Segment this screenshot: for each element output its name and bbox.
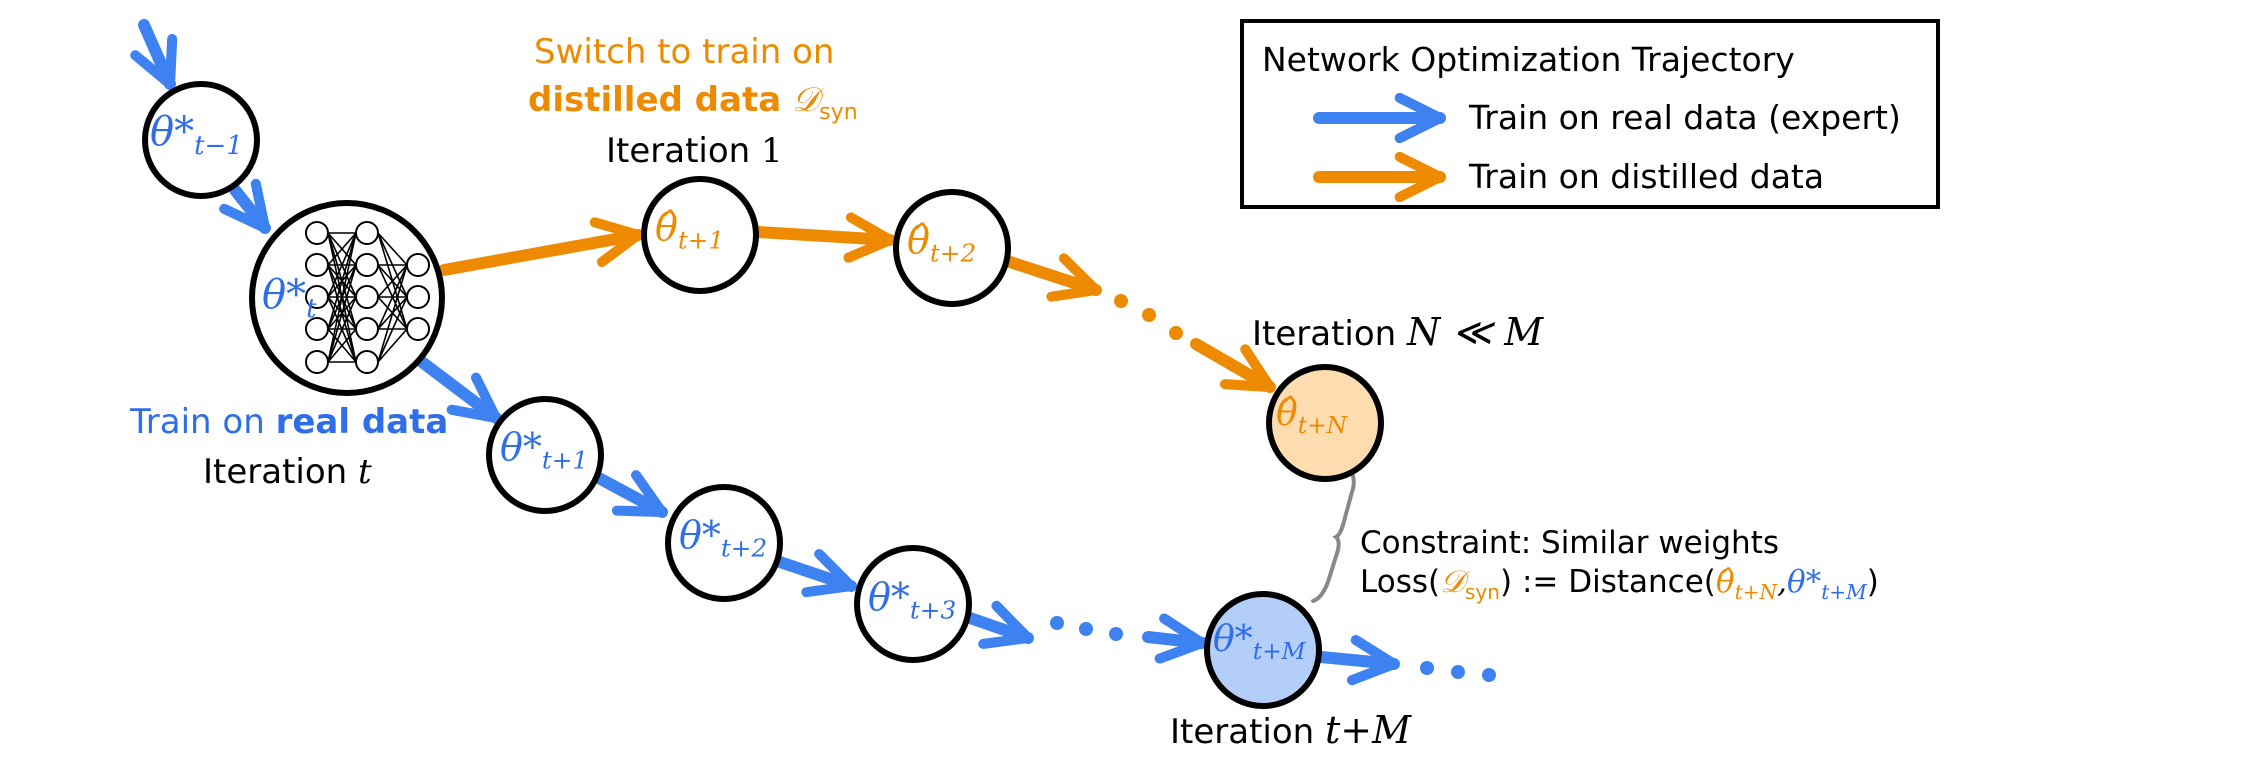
iteration-tm-label: Iteration t+M: [1170, 708, 1412, 752]
node-distilled-t-plus-N[interactable]: [1266, 364, 1384, 482]
expert-arrow-t-t1: [416, 356, 496, 418]
node-label-t-minus-1: θ*t−1: [150, 109, 243, 161]
expert-arrow-dots-tM: [1142, 637, 1202, 643]
distilled-arrows: [438, 232, 1270, 393]
nn-neuron: [406, 285, 430, 309]
distilled-arrow-hat2-dots: [1004, 262, 1096, 290]
nn-edge: [327, 232, 357, 266]
nn-edge: [327, 232, 357, 298]
ellipsis-dot: [1109, 627, 1123, 641]
expert-arrows: [144, 19, 1394, 664]
iteration-t-label: Iteration t: [203, 452, 372, 492]
nn-neuron: [305, 221, 329, 245]
dsyn-sub: syn: [819, 98, 858, 125]
distilled-data-bold: distilled data: [528, 80, 782, 120]
ellipsis-dot: [1420, 661, 1434, 675]
nn-edge: [327, 232, 357, 330]
distilled-arrow-hat1-hat2: [752, 232, 890, 240]
expert-arrow-in: [144, 19, 170, 84]
expert-ellipsis: [1050, 616, 1496, 682]
switch-annotation-line1: Switch to train on: [534, 32, 835, 72]
node-distilled-t-plus-2[interactable]: [893, 189, 1011, 307]
node-label-t-plus-3: θ*t+3: [868, 575, 957, 625]
nn-neuron: [305, 350, 329, 374]
legend-arrows: [1313, 23, 1446, 213]
nn-edge: [327, 232, 357, 363]
node-label-t-plus-2: θ*t+2: [679, 513, 768, 563]
nn-neuron: [305, 285, 329, 309]
node-expert-t-minus-1[interactable]: [142, 81, 260, 199]
ellipsis-dot: [1169, 326, 1183, 340]
nn-neuron: [406, 317, 430, 341]
nn-edge: [377, 232, 408, 266]
node-label-t-plus-1: θ*t+1: [500, 425, 589, 475]
loss-formula: Loss(𝒟syn) := Distance(θ̂t+N,θ*t+M): [1360, 564, 1879, 605]
ellipsis-dot: [1050, 616, 1064, 630]
nn-neuron: [355, 221, 379, 245]
node-expert-t-plus-2[interactable]: [665, 484, 783, 602]
nn-edge: [377, 264, 408, 363]
nodes: [142, 81, 1384, 709]
switch-annotation-line2: distilled data 𝒟syn: [528, 83, 858, 123]
nn-neuron: [305, 253, 329, 277]
distilled-arrow-dots-hatN: [1190, 338, 1270, 393]
expert-arrow-tM-out: [1315, 657, 1394, 664]
train-real-annotation: Train on real data: [130, 402, 449, 442]
ellipsis-dot: [1079, 622, 1093, 636]
iteration-1-label: Iteration 1: [606, 131, 783, 171]
nn-edge: [377, 296, 408, 363]
node-label-t-plus-M: θ*t+M: [1213, 619, 1306, 666]
dsyn-symbol: 𝒟: [791, 80, 820, 120]
ellipsis-dot: [1451, 665, 1465, 679]
node-expert-t-plus-1[interactable]: [486, 396, 604, 514]
constraint-text: Constraint: Similar weights: [1360, 525, 1779, 561]
node-distilled-t-plus-1[interactable]: [641, 176, 759, 294]
expert-arrow-t2-t3: [771, 561, 851, 586]
expert-arrow-t3-dots: [964, 618, 1028, 638]
node-label-hat-t-plus-N: θ̂t+N: [1276, 393, 1348, 440]
nn-edge: [327, 328, 357, 363]
expert-arrow-t1-t2: [591, 477, 662, 518]
ellipsis-dot: [1142, 308, 1156, 322]
nn-neuron: [305, 317, 329, 341]
distilled-ellipsis: [1114, 294, 1183, 340]
legend-title: Network Optimization Trajectory: [1262, 40, 1795, 79]
legend-item-distilled: Train on distilled data: [1469, 157, 1825, 196]
nn-edge: [377, 264, 408, 330]
ellipsis-dot: [1482, 668, 1496, 682]
nn-edge: [377, 264, 408, 298]
neural-network-icon: [305, 221, 430, 374]
node-label-hat-t-plus-2: θ̂t+2: [907, 218, 977, 268]
nn-edge: [327, 296, 357, 363]
nn-neuron: [355, 285, 379, 309]
nn-neuron: [355, 253, 379, 277]
distilled-arrow-t-hat1: [438, 235, 638, 276]
node-label-hat-t-plus-1: θ̂t+1: [655, 205, 725, 255]
constraint-brace: [1311, 469, 1356, 603]
nn-neuron: [355, 350, 379, 374]
node-label-t: θ*t: [262, 272, 317, 324]
nn-edge: [377, 328, 408, 363]
iteration-n-label: Iteration N ≪ M: [1252, 310, 1544, 354]
node-expert-t-plus-M[interactable]: [1204, 591, 1322, 709]
legend-item-real: Train on real data (expert): [1469, 98, 1901, 137]
expert-arrow-tminus1-t: [235, 190, 265, 228]
node-expert-t-plus-3[interactable]: [854, 545, 972, 663]
nn-edge: [327, 264, 357, 363]
nn-neuron: [355, 317, 379, 341]
nn-neuron: [406, 253, 430, 277]
legend: Network Optimization Trajectory Train on…: [1240, 19, 1940, 209]
ellipsis-dot: [1114, 294, 1128, 308]
